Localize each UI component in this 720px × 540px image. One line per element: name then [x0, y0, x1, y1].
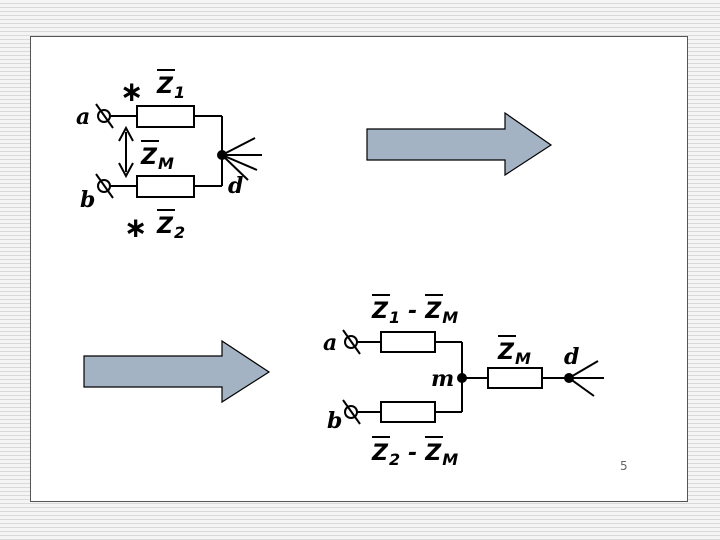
label-z2: Z2 — [156, 214, 185, 242]
label-b: b — [80, 187, 95, 213]
terminal-b-2-slash — [342, 399, 361, 425]
terminal-a-slash — [95, 103, 114, 129]
label-zm: ZM — [140, 145, 174, 173]
resistor-z2 — [136, 175, 195, 198]
label-z2-minus-zm: Z2-ZM — [371, 441, 458, 469]
label-a-2: a — [323, 330, 337, 356]
terminal-a-2-slash — [342, 329, 361, 355]
arrow-right-top — [366, 111, 553, 177]
fan2-line-3 — [568, 377, 595, 397]
coupling-arrow-head-up — [118, 125, 134, 142]
page-number: 5 — [620, 459, 628, 473]
fan-line-3 — [221, 154, 258, 171]
label-a: a — [76, 104, 90, 130]
fan2-line-1 — [568, 360, 599, 379]
fan-line-1 — [221, 137, 256, 156]
label-z1: Z1 — [156, 74, 185, 102]
terminal-b-slash — [95, 173, 114, 199]
coupling-arrow-head-down — [118, 162, 134, 179]
arrow-right-bottom — [83, 339, 271, 404]
star-top-icon: ∗ — [120, 75, 143, 108]
label-b-2: b — [327, 408, 342, 434]
resistor-z1 — [136, 105, 195, 128]
label-m: m — [431, 366, 454, 392]
diagram-coupled: a b d ∗ ∗ Z1 ZM Z2 — [76, 69, 262, 244]
star-bottom-icon: ∗ — [124, 211, 147, 244]
resistor-z2-minus-zm — [380, 401, 436, 423]
label-z1-minus-zm: Z1-ZM — [371, 299, 458, 327]
resistor-zm — [487, 367, 543, 389]
label-d: d — [228, 173, 243, 199]
label-d-2: d — [564, 344, 579, 370]
fan-line-4 — [221, 154, 249, 181]
label-zm-2: ZM — [497, 340, 531, 368]
resistor-z1-minus-zm — [380, 331, 436, 353]
diagram-equivalent: a b m d Z1-ZM Z2-ZM ZM — [323, 294, 604, 469]
